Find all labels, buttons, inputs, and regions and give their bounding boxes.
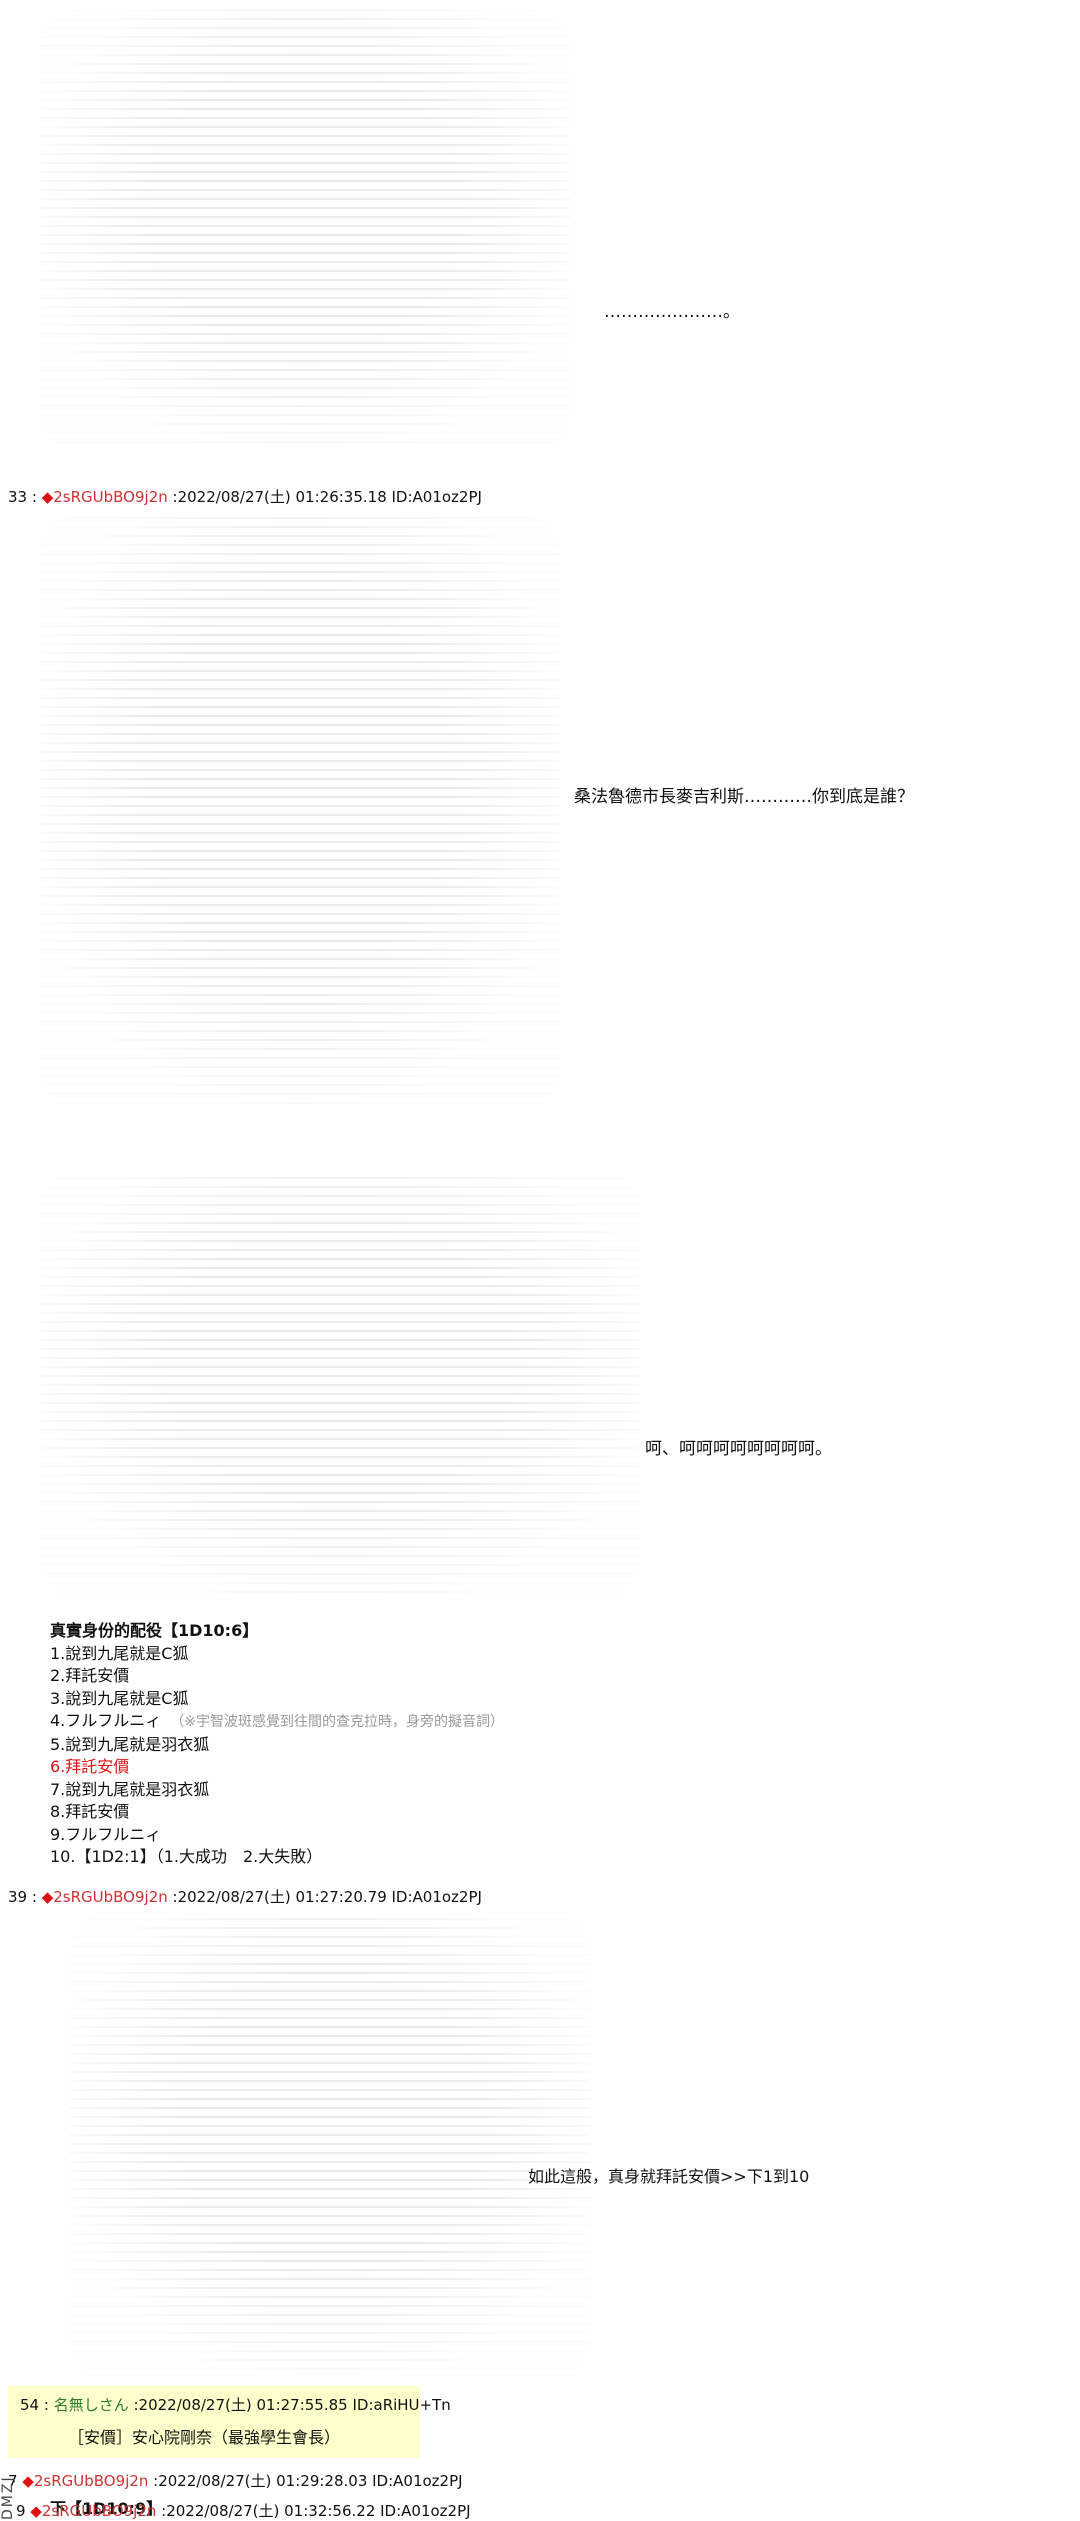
- role-item: 10.【1D2:1】（1.大成功 2.大失敗）: [50, 1847, 323, 1866]
- trip-diamond-icon: ◆: [41, 1888, 54, 1906]
- trip-diamond-icon: ◆: [41, 488, 54, 506]
- role-list: 真實身份的配役【1D10:6】 1.說到九尾就是C狐 2.拜託安價 3.說到九尾…: [50, 1620, 504, 1869]
- post-header-9x-visible: 9 ◆2sRGUbBO9j2n :2022/08/27(土) 01:32:56.…: [16, 2500, 471, 2521]
- post-header-33: 33 : ◆2sRGUbBO9j2n :2022/08/27(土) 01:26:…: [8, 486, 482, 507]
- poster-name[interactable]: 2sRGUbBO9j2n: [33, 2472, 149, 2490]
- poster-name[interactable]: 2sRGUbBO9j2n: [53, 488, 168, 506]
- post-meta: :2022/08/27(土) 01:27:55.85 ID:aRiHU+Tn: [133, 2396, 451, 2414]
- post-number: 33 :: [8, 488, 37, 506]
- role-item: 7.說到九尾就是羽衣狐: [50, 1779, 210, 1799]
- trip-diamond-icon: ◆: [22, 2472, 34, 2490]
- ascii-art-block-4: [70, 1915, 590, 2377]
- post-meta: :2022/08/27(土) 01:26:35.18 ID:A01oz2PJ: [172, 488, 482, 506]
- poster-name[interactable]: 2sRGUbBO9j2n: [53, 1888, 168, 1906]
- role-item-note: （※宇智波斑感覺到往間的查克拉時，身旁的擬音詞）: [177, 1714, 505, 1730]
- poster-name[interactable]: 2sRGUbBO9j2n: [41, 2502, 157, 2520]
- post-number: 7: [8, 2472, 18, 2490]
- role-item: 4.フルフルニィ （※宇智波斑感覺到往間的查克拉時，身旁的擬音詞）: [50, 1710, 504, 1734]
- post-number: 9: [16, 2502, 26, 2520]
- role-item: 2.拜託安價: [50, 1666, 130, 1685]
- post-number: 54 :: [20, 2396, 49, 2414]
- role-item: 9.フルフルニィ: [50, 1824, 162, 1844]
- role-item-label: 4.フルフルニィ: [50, 1711, 162, 1730]
- ascii-art-block-2: [40, 516, 560, 1111]
- role-item: 1.說到九尾就是C狐: [50, 1643, 189, 1663]
- post-header-39: 39 : ◆2sRGUbBO9j2n :2022/08/27(土) 01:27:…: [8, 1886, 482, 1907]
- poster-name[interactable]: 名無しさん: [53, 2396, 129, 2414]
- post-header-7x: 7 ◆2sRGUbBO9j2n :2022/08/27(土) 01:29:28.…: [8, 2470, 463, 2491]
- dialogue-1: …………………。: [604, 302, 740, 322]
- reply-post-54: 54 : 名無しさん :2022/08/27(土) 01:27:55.85 ID…: [8, 2386, 451, 2458]
- role-list-title: 真實身份的配役【1D10:6】: [50, 1621, 259, 1640]
- dialogue-4: 如此這般，真身就拜託安價>>下1到10: [528, 2167, 810, 2186]
- role-item: 8.拜託安價: [50, 1802, 130, 1821]
- post-meta: :2022/08/27(土) 01:32:56.22 ID:A01oz2PJ: [161, 2502, 471, 2520]
- ascii-art-block-1: [40, 10, 570, 450]
- dialogue-3: 呵、呵呵呵呵呵呵呵呵。: [645, 1439, 832, 1459]
- ascii-art-block-3: [40, 1170, 640, 1600]
- post-meta: :2022/08/27(土) 01:29:28.03 ID:A01oz2PJ: [153, 2472, 463, 2490]
- post-number: 39 :: [8, 1888, 37, 1906]
- reply-body: ［安價］安心院剛奈（最強學生會長）: [68, 2428, 341, 2447]
- watermark-logo: DMZJ: [0, 2475, 16, 2520]
- post-body-7x: 下【1D10:9】: [50, 2499, 163, 2518]
- role-item: 5.說到九尾就是羽衣狐: [50, 1734, 210, 1754]
- role-item-selected: 6.拜託安價: [50, 1757, 130, 1776]
- dialogue-2: 桑法魯德市長麥吉利斯…………你到底是誰？: [574, 787, 914, 807]
- post-meta: :2022/08/27(土) 01:27:20.79 ID:A01oz2PJ: [172, 1888, 482, 1906]
- role-item: 3.說到九尾就是C狐: [50, 1688, 189, 1708]
- reply-header: 54 : 名無しさん :2022/08/27(土) 01:27:55.85 ID…: [20, 2394, 451, 2415]
- trip-diamond-icon: ◆: [30, 2502, 42, 2520]
